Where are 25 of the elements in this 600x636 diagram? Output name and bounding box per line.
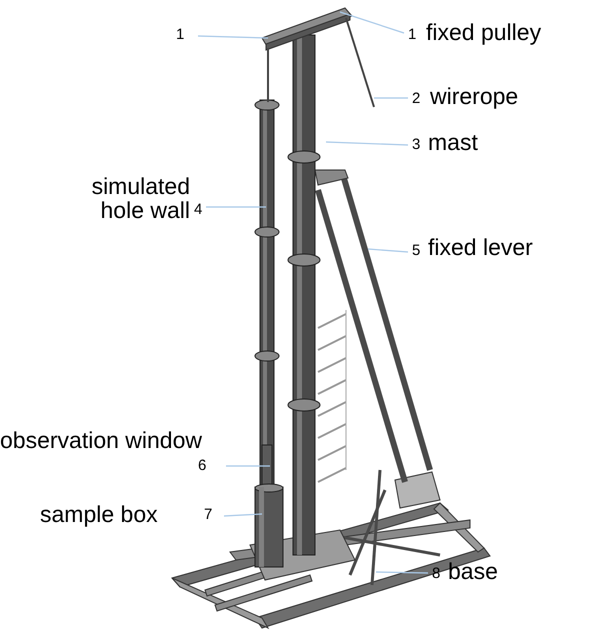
callout-number: 7: [204, 507, 212, 523]
leader-line: [376, 571, 428, 574]
part-label: fixed lever: [428, 235, 533, 260]
leader-line: [224, 513, 262, 517]
part-label: wirerope: [430, 84, 518, 108]
part-label: observation window: [0, 428, 202, 452]
leader-line: [368, 248, 408, 253]
leader-line: [326, 141, 408, 146]
part-label: base: [448, 559, 498, 584]
callout-number: 1: [408, 27, 416, 43]
callout-number: 1: [176, 27, 184, 43]
leader-line: [206, 206, 266, 208]
callout-number: 3: [412, 137, 420, 153]
part-label: simulated hole wall: [90, 174, 190, 222]
leader-line: [374, 97, 408, 99]
leader-line: [340, 11, 404, 34]
callout-number: 6: [198, 458, 206, 474]
callout-number: 5: [412, 243, 420, 259]
leader-line: [198, 35, 268, 39]
part-label: fixed pulley: [426, 20, 542, 44]
part-label: sample box: [40, 502, 158, 526]
callout-number: 4: [194, 202, 202, 218]
leader-line: [226, 465, 270, 467]
callout-number: 2: [412, 91, 420, 107]
part-label: mast: [428, 130, 478, 154]
